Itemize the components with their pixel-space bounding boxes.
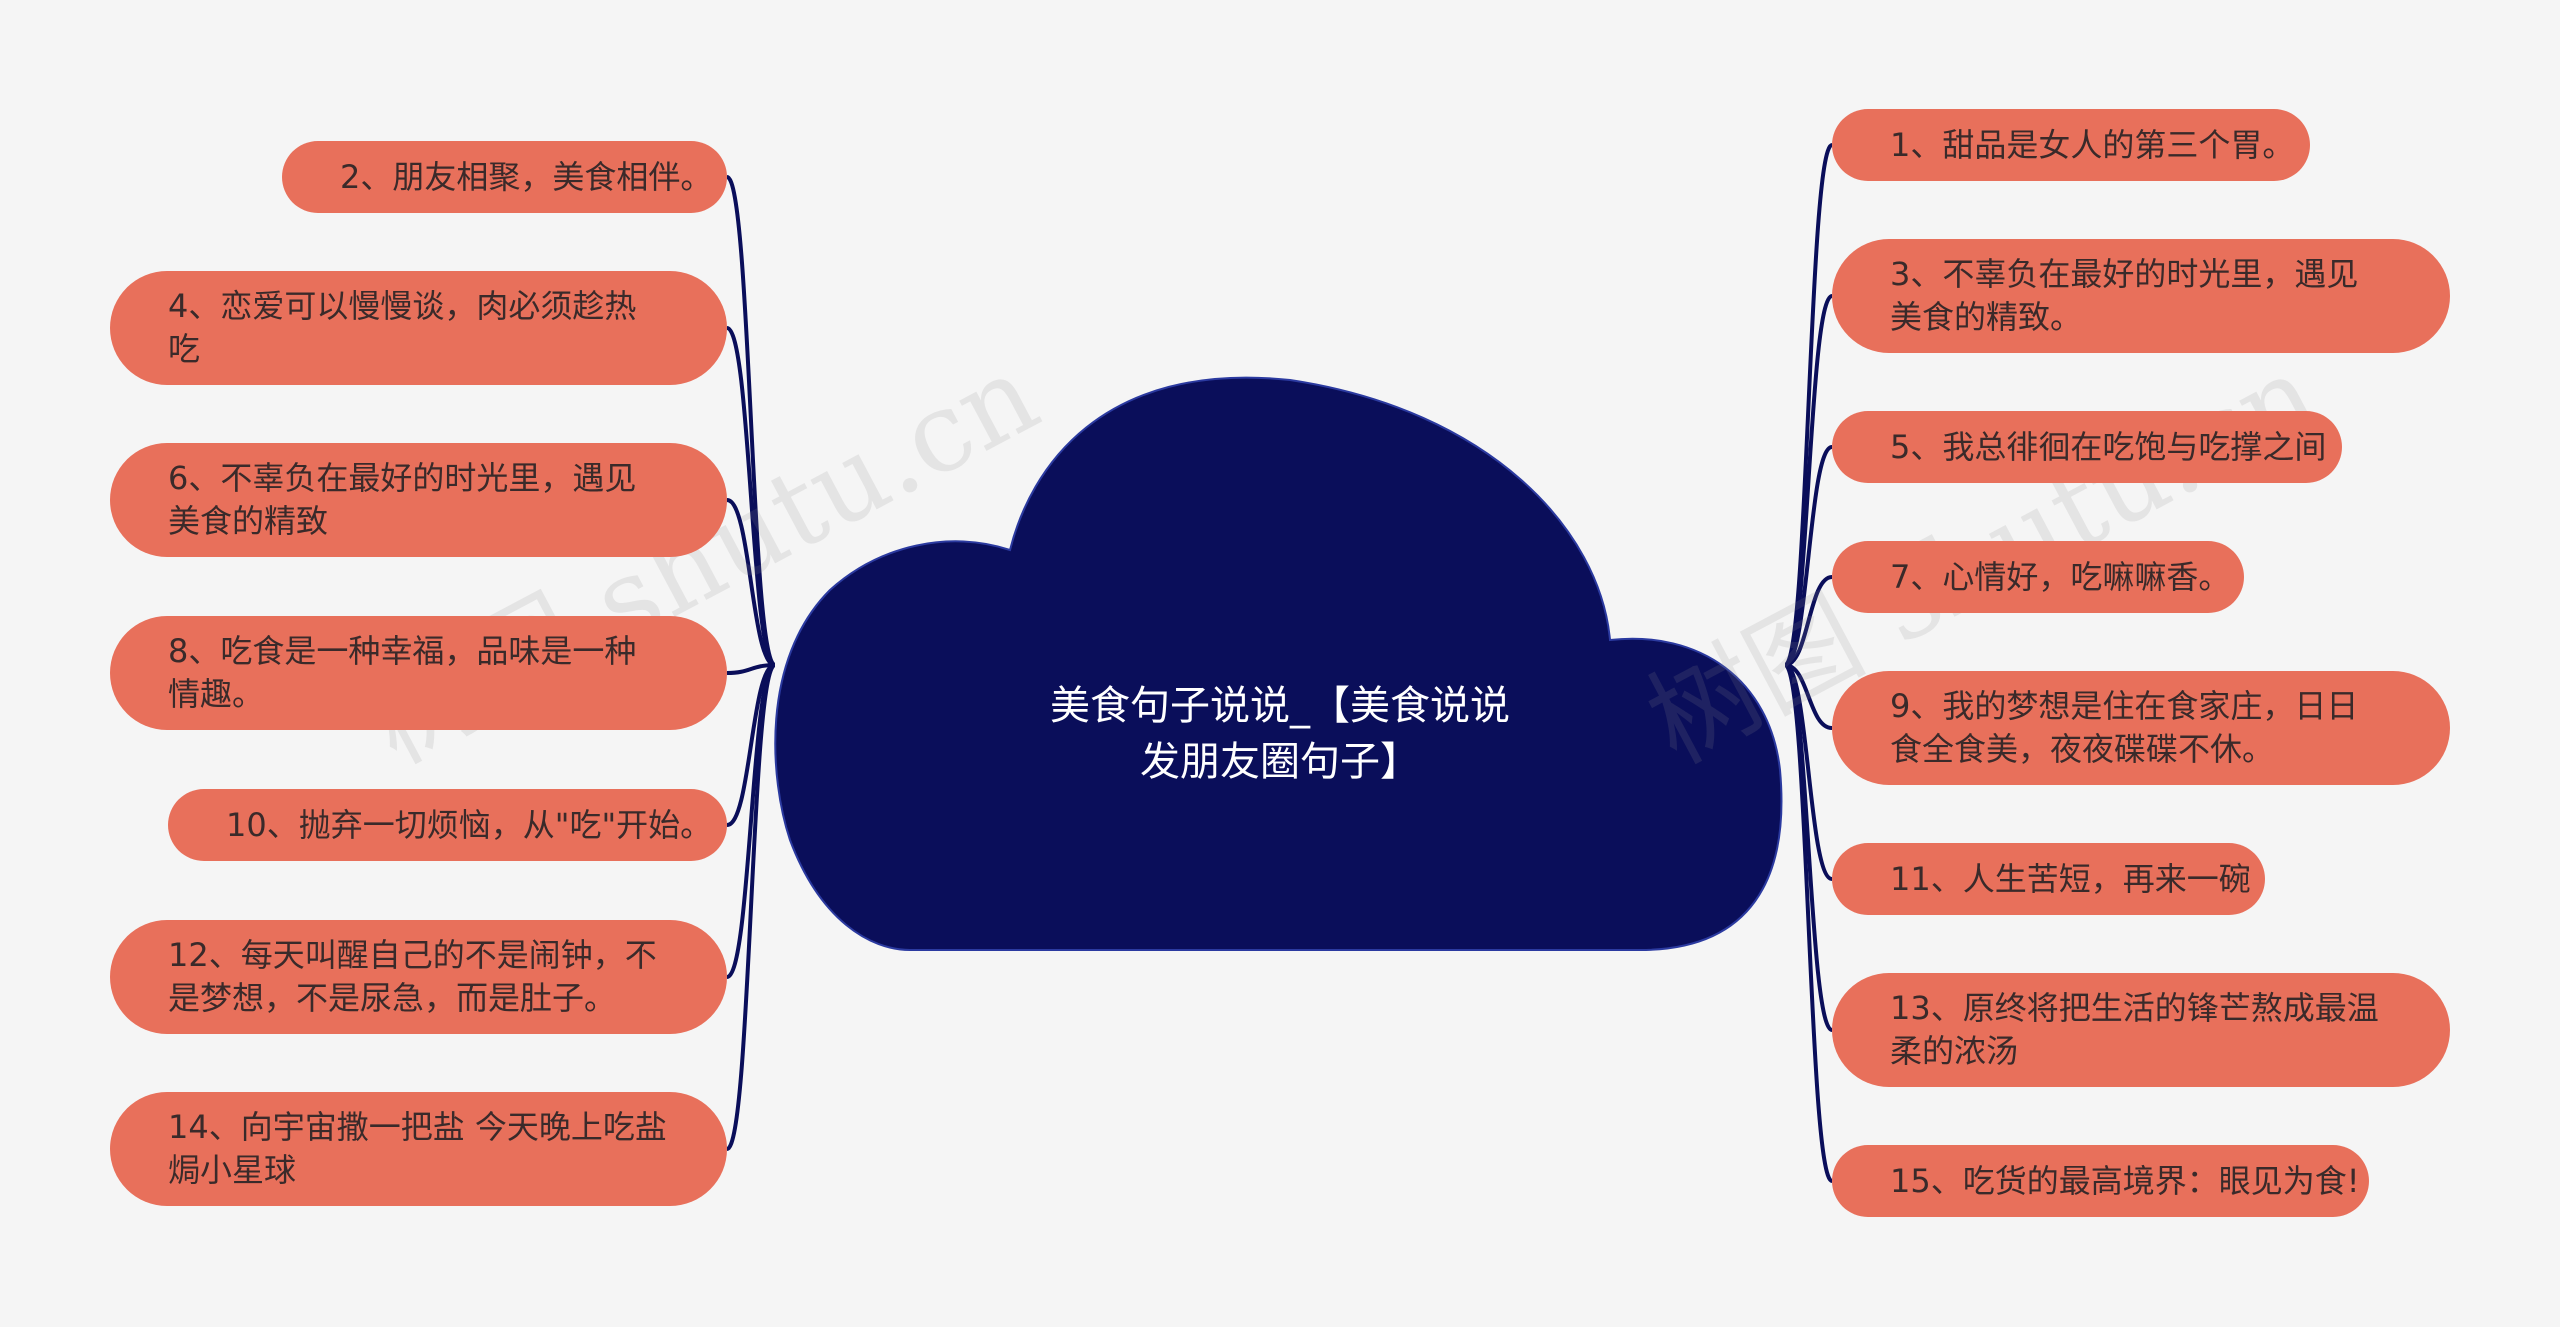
node-text: 6、不辜负在最好的时光里，遇见美食的精致 — [168, 457, 636, 543]
node-text-line: 14、向宇宙撒一把盐 今天晚上吃盐 — [168, 1108, 667, 1146]
node-text-line: 6、不辜负在最好的时光里，遇见 — [168, 459, 637, 497]
node-text: 7、心情好，吃嘛嘛香。 — [1890, 556, 2230, 599]
connector-left — [725, 326, 777, 667]
node-text-line: 美食的精致 — [168, 502, 329, 540]
node-text-line: 5、我总徘徊在吃饱与吃撑之间 — [1890, 427, 2327, 466]
left-node[interactable]: 12、每天叫醒自己的不是闹钟，不是梦想，不是尿急，而是肚子。 — [110, 920, 727, 1034]
node-text: 2、朋友相聚，美食相伴。 — [340, 156, 712, 199]
right-node[interactable]: 7、心情好，吃嘛嘛香。 — [1832, 541, 2244, 613]
node-text-line: 吃 — [168, 330, 201, 368]
connector-left — [726, 498, 776, 667]
node-text-line: 3、不辜负在最好的时光里，遇见 — [1890, 255, 2359, 293]
node-text: 8、吃食是一种幸福，品味是一种情趣。 — [168, 630, 636, 716]
node-text-line: 12、每天叫醒自己的不是闹钟，不 — [168, 936, 657, 974]
left-node[interactable]: 2、朋友相聚，美食相伴。 — [282, 141, 727, 213]
right-node[interactable]: 13、原终将把生活的锋芒熬成最温柔的浓汤 — [1832, 973, 2450, 1087]
node-text: 9、我的梦想是住在食家庄，日日食全食美，夜夜碟碟不休。 — [1890, 685, 2358, 771]
connector-right — [1783, 143, 1834, 667]
left-node[interactable]: 10、抛弃一切烦恼，从"吃"开始。 — [168, 789, 727, 861]
right-node[interactable]: 11、人生苦短，再来一碗 — [1832, 843, 2265, 915]
connector-right — [1783, 663, 1834, 1032]
connector-lines — [725, 143, 1834, 1183]
left-node[interactable]: 4、恋爱可以慢慢谈，肉必须趁热吃 — [110, 271, 727, 385]
connector-right — [1784, 445, 1833, 667]
node-text: 4、恋爱可以慢慢谈，肉必须趁热吃 — [168, 285, 636, 371]
node-text: 5、我总徘徊在吃饱与吃撑之间 — [1890, 426, 2326, 469]
center-topic-line: 美食句子说说_【美食说说 — [1050, 683, 1510, 729]
node-text-line: 美食的精致。 — [1890, 298, 2083, 336]
node-text-line: 13、原终将把生活的锋芒熬成最温 — [1890, 989, 2379, 1027]
node-text-line: 7、心情好，吃嘛嘛香。 — [1890, 557, 2231, 596]
right-node[interactable]: 3、不辜负在最好的时光里，遇见美食的精致。 — [1832, 239, 2450, 353]
node-text: 13、原终将把生活的锋芒熬成最温柔的浓汤 — [1890, 987, 2379, 1073]
connector-left — [726, 663, 776, 675]
node-text-line: 15、吃货的最高境界：眼见为食! — [1890, 1161, 2360, 1200]
node-text-line: 是梦想，不是尿急，而是肚子。 — [168, 979, 617, 1017]
node-text-line: 柔的浓汤 — [1890, 1032, 2019, 1070]
node-text-line: 4、恋爱可以慢慢谈，肉必须趁热 — [168, 287, 637, 325]
connector-left — [725, 663, 777, 1151]
node-text-line: 8、吃食是一种幸福，品味是一种 — [168, 632, 637, 670]
node-text-line: 10、抛弃一切烦恼，从"吃"开始。 — [226, 805, 713, 844]
node-text-line: 2、朋友相聚，美食相伴。 — [340, 157, 713, 196]
node-text: 10、抛弃一切烦恼，从"吃"开始。 — [226, 804, 712, 847]
node-text-line: 1、甜品是女人的第三个胃。 — [1890, 125, 2295, 164]
right-node[interactable]: 9、我的梦想是住在食家庄，日日食全食美，夜夜碟碟不休。 — [1832, 671, 2450, 785]
node-text: 15、吃货的最高境界：眼见为食! — [1890, 1160, 2360, 1203]
node-text: 11、人生苦短，再来一碗 — [1890, 858, 2251, 901]
node-text: 3、不辜负在最好的时光里，遇见美食的精致。 — [1890, 253, 2358, 339]
connector-right — [1784, 663, 1833, 730]
center-cloud-shape — [774, 376, 1783, 951]
node-text-line: 9、我的梦想是住在食家庄，日日 — [1890, 687, 2359, 725]
center-topic[interactable]: 美食句子说说_【美食说说 发朋友圈句子】 — [1020, 678, 1540, 790]
node-text: 1、甜品是女人的第三个胃。 — [1890, 124, 2294, 167]
left-node[interactable]: 8、吃食是一种幸福，品味是一种情趣。 — [110, 616, 727, 730]
node-text: 12、每天叫醒自己的不是闹钟，不是梦想，不是尿急，而是肚子。 — [168, 934, 657, 1020]
node-text-line: 情趣。 — [168, 675, 265, 713]
right-node[interactable]: 15、吃货的最高境界：眼见为食! — [1832, 1145, 2369, 1217]
center-topic-line: 发朋友圈句子】 — [1140, 739, 1420, 785]
node-text: 14、向宇宙撒一把盐 今天晚上吃盐焗小星球 — [168, 1106, 667, 1192]
connector-right — [1784, 575, 1833, 667]
node-text-line: 食全食美，夜夜碟碟不休。 — [1890, 730, 2275, 768]
left-node[interactable]: 6、不辜负在最好的时光里，遇见美食的精致 — [110, 443, 727, 557]
left-node[interactable]: 14、向宇宙撒一把盐 今天晚上吃盐焗小星球 — [110, 1092, 727, 1206]
connector-right — [1783, 294, 1834, 667]
connector-right — [1783, 663, 1834, 1183]
node-text-line: 11、人生苦短，再来一碗 — [1890, 859, 2251, 898]
node-text-line: 焗小星球 — [168, 1151, 297, 1189]
right-node[interactable]: 5、我总徘徊在吃饱与吃撑之间 — [1832, 411, 2342, 483]
right-node[interactable]: 1、甜品是女人的第三个胃。 — [1832, 109, 2310, 181]
